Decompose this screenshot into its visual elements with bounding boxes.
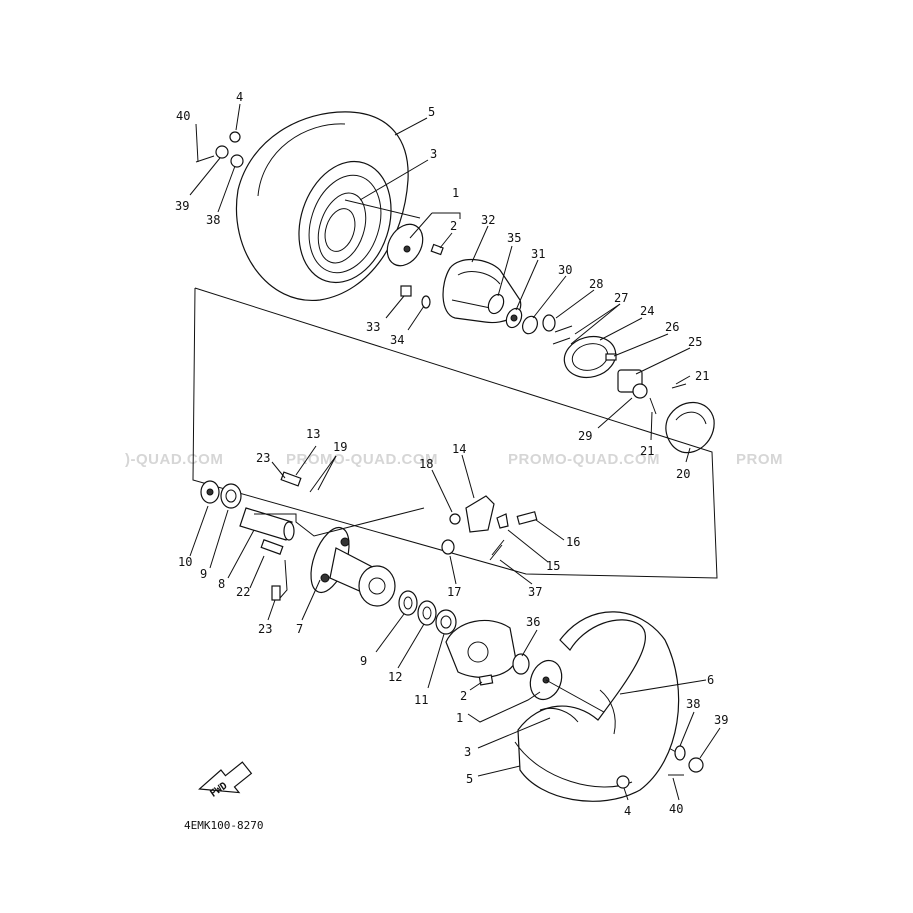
callout-8: 8 [218, 577, 225, 591]
lower-tire [514, 611, 680, 802]
callout-2-lower: 2 [460, 689, 467, 703]
watermark-text-right: PROM [736, 451, 783, 468]
callout-10: 10 [178, 555, 192, 569]
forward-arrow-icon: FWD [198, 761, 253, 800]
callout-23-upper: 23 [256, 451, 270, 465]
watermark-text-1: PROMO-QUAD.COM [286, 451, 438, 468]
callout-24: 24 [640, 304, 654, 318]
callout-20: 20 [676, 467, 690, 481]
callout-6: 6 [707, 673, 714, 687]
leader-lines [189, 103, 721, 801]
callout-labels: 40 4 5 3 39 38 1 2 32 35 31 30 28 27 24 … [175, 90, 728, 818]
callout-13: 13 [306, 427, 320, 441]
callout-18: 18 [419, 457, 433, 471]
upper-axle-nut-group [195, 131, 244, 168]
callout-38-lower: 38 [686, 697, 700, 711]
brake-lever-assembly [441, 495, 538, 561]
callout-29: 29 [578, 429, 592, 443]
hub-carrier [445, 619, 517, 678]
axle-bolts [260, 471, 302, 601]
callout-15: 15 [546, 559, 560, 573]
callout-1: 1 [452, 186, 459, 200]
callout-17: 17 [447, 585, 461, 599]
callout-5-lower: 5 [466, 772, 473, 786]
assembly-frame-lines [192, 287, 718, 579]
callout-27: 27 [614, 291, 628, 305]
diagram-code: 4EMK100-8270 [184, 819, 263, 832]
callout-12: 12 [388, 670, 402, 684]
callout-28: 28 [589, 277, 603, 291]
callout-3-lower: 3 [464, 745, 471, 759]
callout-5: 5 [428, 105, 435, 119]
upper-hub [386, 223, 444, 267]
watermark-text-2: PROMO-QUAD.COM [508, 451, 660, 468]
callout-14: 14 [452, 442, 466, 456]
callout-22: 22 [236, 585, 250, 599]
upper-tire [236, 111, 421, 301]
callout-35: 35 [507, 231, 521, 245]
callout-21-lower: 21 [640, 444, 654, 458]
lower-axle-nut-group [616, 745, 704, 789]
callout-9-lower: 9 [360, 654, 367, 668]
callout-4: 4 [236, 90, 243, 104]
upper-small-fasteners [400, 285, 431, 309]
callout-33: 33 [366, 320, 380, 334]
callout-1-lower: 1 [456, 711, 463, 725]
axle-housing [310, 526, 396, 607]
callout-11: 11 [414, 693, 428, 707]
callout-40-lower: 40 [669, 802, 683, 816]
callout-19: 19 [333, 440, 347, 454]
watermark-text-left: )-QUAD.COM [125, 451, 223, 468]
callout-36: 36 [526, 615, 540, 629]
brake-cover [552, 325, 617, 379]
callout-34: 34 [390, 333, 404, 347]
callout-9-upper: 9 [200, 567, 207, 581]
callout-40: 40 [176, 109, 190, 123]
callout-16: 16 [566, 535, 580, 549]
callout-39: 39 [175, 199, 189, 213]
callout-26: 26 [665, 320, 679, 334]
rear-axle [200, 480, 295, 541]
callout-7: 7 [296, 622, 303, 636]
hub-bearings [398, 590, 457, 635]
callout-30: 30 [558, 263, 572, 277]
callout-4-lower: 4 [624, 804, 631, 818]
callout-3: 3 [430, 147, 437, 161]
callout-32: 32 [481, 213, 495, 227]
callout-2: 2 [450, 219, 457, 233]
brake-shoes [665, 401, 715, 454]
callout-39-lower: 39 [714, 713, 728, 727]
bearing-seal-stack [487, 293, 556, 335]
callout-25: 25 [688, 335, 702, 349]
callout-21-upper: 21 [695, 369, 709, 383]
watermark: )-QUAD.COM PROMO-QUAD.COM PROMO-QUAD.COM… [125, 451, 783, 468]
callout-31: 31 [531, 247, 545, 261]
callout-38: 38 [206, 213, 220, 227]
brake-camshaft-assembly [617, 369, 687, 415]
callout-37: 37 [528, 585, 542, 599]
callout-23-lower: 23 [258, 622, 272, 636]
